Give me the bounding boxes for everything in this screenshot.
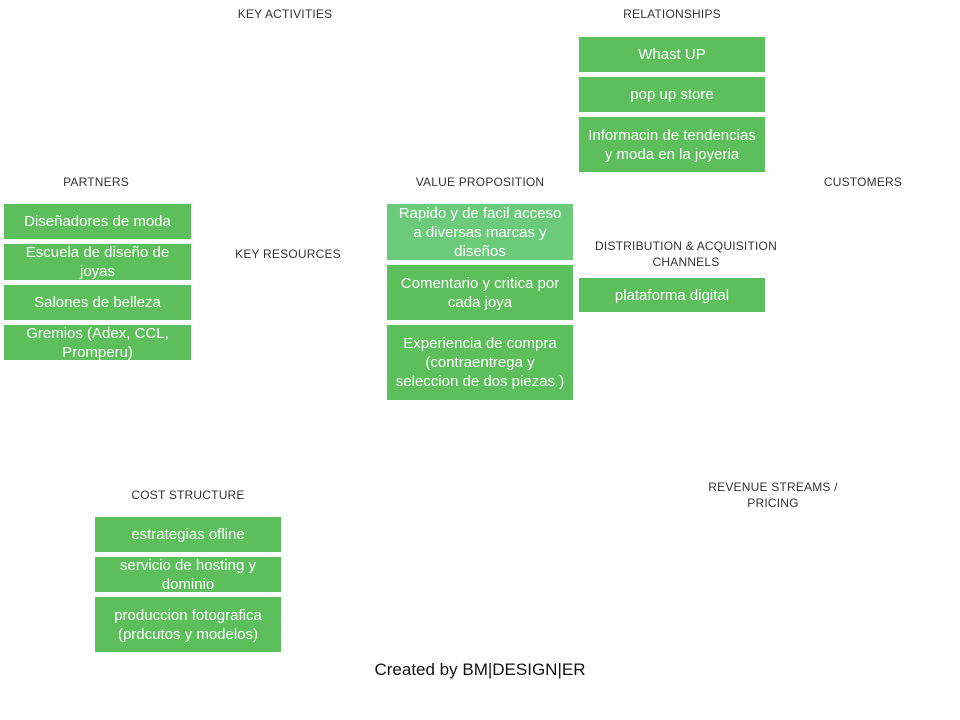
partner-card-jewelry-school: Escuela de diseño de joyas <box>4 244 191 280</box>
value-card-fast-access: Rapido y de facil acceso a diversas marc… <box>387 204 573 260</box>
cost-structure-heading: COST STRUCTURE <box>131 488 245 502</box>
cost-card-offline-strategies: estrategias ofline <box>95 517 281 552</box>
distribution-heading: DISTRIBUTION & ACQUISITION CHANNELS <box>595 239 777 269</box>
key-resources-heading: KEY RESOURCES <box>235 247 341 261</box>
cost-card-photo-production: produccion fotografica (prdcutos y model… <box>95 597 281 652</box>
relationship-card-whatsapp: Whast UP <box>579 37 765 72</box>
relationship-card-pop-up-store: pop up store <box>579 77 765 112</box>
value-card-comments: Comentario y critica por cada joya <box>387 265 573 320</box>
key-activities-heading: KEY ACTIVITIES <box>237 7 333 21</box>
distribution-card-digital-platform: plataforma digital <box>579 278 765 312</box>
partner-card-fashion-designers: Diseñadores de moda <box>4 204 191 239</box>
cost-card-hosting-domain: servicio de hosting y dominio <box>95 557 281 592</box>
value-proposition-heading: VALUE PROPOSITION <box>415 175 545 189</box>
partners-heading: PARTNERS <box>63 175 129 189</box>
partner-card-guilds: Gremios (Adex, CCL, Promperu) <box>4 325 191 360</box>
relationship-card-trends-info: Informacin de tendencias y moda en la jo… <box>579 117 765 172</box>
customers-heading: CUSTOMERS <box>823 175 903 189</box>
relationships-heading: RELATIONSHIPS <box>623 7 721 21</box>
revenue-streams-heading: REVENUE STREAMS / PRICING <box>708 480 838 510</box>
partner-card-beauty-salons: Salones de belleza <box>4 285 191 320</box>
footer-credit: Created by BM|DESIGN|ER <box>374 660 586 679</box>
value-card-shopping-experience: Experiencia de compra (contraentrega y s… <box>387 325 573 400</box>
